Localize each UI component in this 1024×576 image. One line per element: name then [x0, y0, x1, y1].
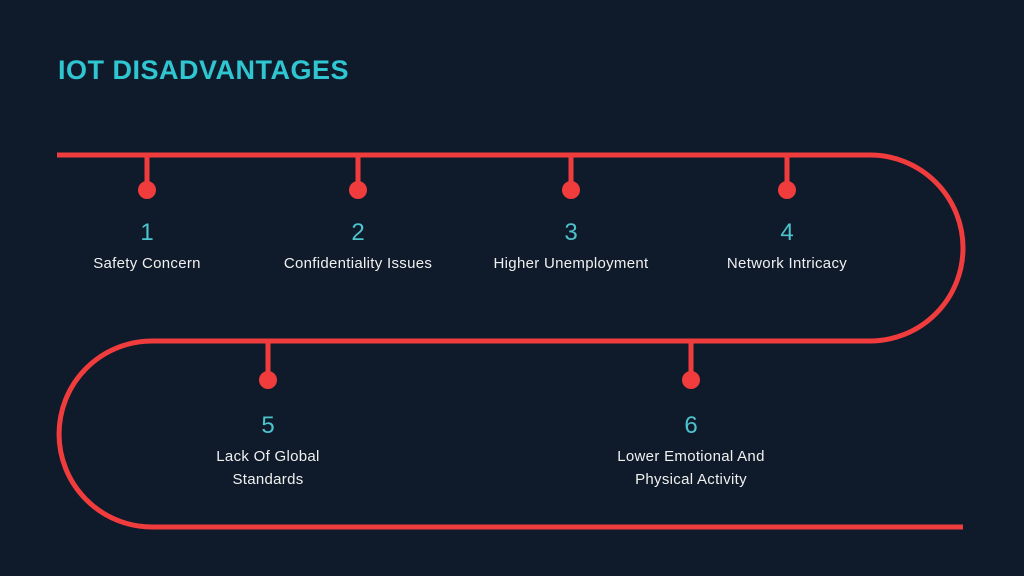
item-number: 4: [780, 219, 794, 246]
timeline-dot: [562, 181, 580, 199]
timeline-dot: [682, 371, 700, 389]
timeline-item-3: 3 Higher Unemployment: [451, 220, 691, 275]
item-label: Network Intricacy: [726, 255, 848, 272]
item-number: 2: [351, 219, 365, 246]
timeline-dot: [138, 181, 156, 199]
item-label: Confidentiality Issues: [283, 255, 433, 272]
timeline-item-4: 4 Network Intricacy: [667, 220, 907, 275]
item-number: 1: [140, 219, 154, 246]
timeline-dot: [259, 371, 277, 389]
timeline-item-1: 1 Safety Concern: [27, 220, 267, 275]
item-label: Lack Of Global Standards: [216, 448, 320, 488]
timeline-dot: [349, 181, 367, 199]
timeline-item-5: 5 Lack Of Global Standards: [183, 413, 353, 491]
timeline-path: [56, 152, 966, 530]
item-number: 5: [261, 412, 275, 439]
item-label: Lower Emotional And Physical Activity: [617, 448, 765, 488]
timeline-item-2: 2 Confidentiality Issues: [238, 220, 478, 275]
item-label: Higher Unemployment: [493, 255, 649, 272]
page-title: IOT DISADVANTAGES: [58, 55, 350, 85]
timeline-dot: [778, 181, 796, 199]
timeline-item-6: 6 Lower Emotional And Physical Activity: [594, 413, 789, 491]
item-label: Safety Concern: [93, 255, 201, 272]
item-number: 6: [684, 412, 698, 439]
item-number: 3: [564, 219, 578, 246]
